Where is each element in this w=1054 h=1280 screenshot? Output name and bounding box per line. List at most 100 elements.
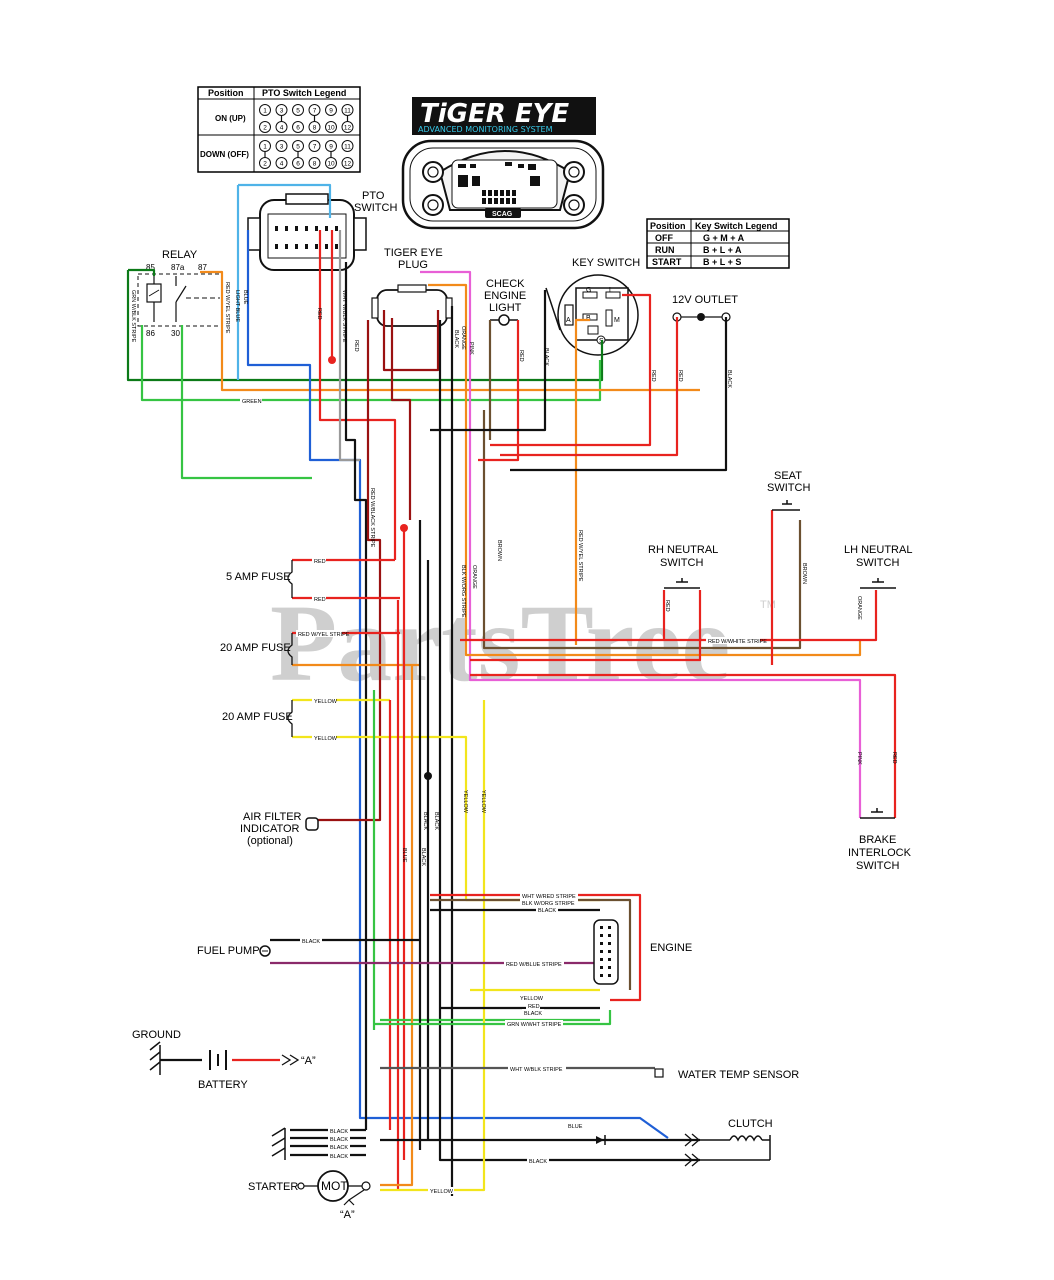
svg-text:RUN: RUN [655, 245, 675, 255]
pto-terminal-number: 1 [263, 108, 267, 115]
svg-text:RED: RED [518, 350, 524, 362]
svg-text:FUEL PUMP: FUEL PUMP [197, 945, 260, 957]
svg-text:RED W/YEL STRIPE: RED W/YEL STRIPE [577, 530, 583, 582]
svg-text:PINK: PINK [468, 342, 474, 355]
svg-text:WHT W/BLK STRIPE: WHT W/BLK STRIPE [341, 290, 347, 343]
pto-terminal-number: 2 [263, 125, 267, 132]
svg-text:SCAG: SCAG [492, 211, 513, 218]
fuel-pump: FUEL PUMP [197, 945, 271, 957]
svg-text:85: 85 [146, 263, 155, 272]
svg-text:YELLOW: YELLOW [480, 790, 486, 814]
svg-text:A: A [566, 317, 571, 324]
svg-text:BLUE: BLUE [242, 290, 248, 305]
svg-text:ORANGE: ORANGE [856, 596, 862, 620]
svg-text:ENGINE: ENGINE [650, 942, 692, 954]
svg-text:SWITCH: SWITCH [354, 202, 397, 214]
svg-text:PTO: PTO [362, 190, 385, 202]
lh-neutral-switch: LH NEUTRAL SWITCH [844, 544, 912, 589]
pto-terminal-number: 8 [313, 125, 317, 132]
watermark: PartsTree [270, 582, 730, 704]
fuses: 5 AMP FUSE 20 AMP FUSE 20 AMP FUSE [220, 560, 293, 737]
svg-text:LIGHT BLUE: LIGHT BLUE [234, 290, 240, 322]
svg-text:ENGINE: ENGINE [484, 290, 526, 302]
svg-text:BLACK: BLACK [538, 908, 556, 914]
tiger-eye-logo: TiGER EYE ADVANCED MONITORING SYSTEM [412, 97, 596, 135]
svg-text:Position: Position [650, 221, 686, 231]
pto-switch-legend: Position PTO Switch Legend ON (UP) DOWN … [197, 86, 361, 173]
pto-terminal [292, 121, 304, 133]
svg-text:BLUE: BLUE [568, 1124, 583, 1130]
svg-text:BLACK: BLACK [330, 1137, 348, 1143]
svg-text:LH NEUTRAL: LH NEUTRAL [844, 544, 912, 556]
key-switch: KEY SWITCH G L A B M S [545, 257, 640, 356]
svg-text:RED W/WHITE STRIPE: RED W/WHITE STRIPE [708, 639, 767, 645]
pto-terminal [308, 140, 321, 152]
pto-terminal [259, 121, 271, 133]
svg-text:GROUND: GROUND [132, 1029, 181, 1041]
svg-text:RED: RED [314, 597, 326, 603]
svg-text:INDICATOR: INDICATOR [240, 823, 300, 835]
svg-text:YELLOW: YELLOW [462, 790, 468, 814]
svg-text:RELAY: RELAY [162, 249, 198, 261]
pto-terminal [341, 140, 354, 152]
svg-text:5 AMP FUSE: 5 AMP FUSE [226, 571, 291, 583]
pto-terminal-number: 3 [280, 108, 284, 115]
svg-text:BLACK: BLACK [330, 1145, 348, 1151]
pto-terminal-number: 12 [344, 161, 352, 168]
svg-text:CHECK: CHECK [486, 278, 525, 290]
svg-text:B: B [586, 315, 591, 322]
wire-harness [126, 183, 897, 1196]
12v-outlet: 12V OUTLET [672, 294, 738, 322]
svg-text:SWITCH: SWITCH [660, 557, 703, 569]
pto-terminal-number: 9 [329, 144, 333, 151]
svg-text:AIR FILTER: AIR FILTER [243, 811, 302, 823]
svg-text:RED W/YEL STRIPE: RED W/YEL STRIPE [298, 632, 350, 638]
svg-text:87a: 87a [171, 263, 185, 272]
svg-text:WHT W/RED STRIPE: WHT W/RED STRIPE [522, 894, 576, 900]
svg-text:SWITCH: SWITCH [856, 557, 899, 569]
svg-text:“A”: “A” [340, 1209, 355, 1221]
svg-text:RED: RED [650, 370, 656, 382]
svg-text:RED: RED [891, 752, 897, 764]
svg-text:PINK: PINK [856, 752, 862, 765]
svg-text:30: 30 [171, 329, 180, 338]
svg-text:RH NEUTRAL: RH NEUTRAL [648, 544, 718, 556]
pto-terminal-number: 6 [296, 161, 300, 168]
ground-battery: GROUND “A” BATTERY [132, 1029, 316, 1091]
svg-text:87: 87 [198, 263, 207, 272]
pto-terminal-number: 8 [313, 161, 317, 168]
svg-text:YELLOW: YELLOW [430, 1189, 454, 1195]
svg-text:STARTER: STARTER [248, 1181, 298, 1193]
svg-text:M: M [614, 317, 620, 324]
svg-text:YELLOW: YELLOW [314, 736, 338, 742]
svg-text:B + L + S: B + L + S [703, 257, 741, 267]
tiger-eye-plug: TIGER EYE PLUG [371, 247, 453, 327]
svg-text:PLUG: PLUG [398, 259, 428, 271]
clutch: CLUTCH [596, 1118, 773, 1167]
svg-text:START: START [652, 257, 682, 267]
svg-text:Position: Position [208, 88, 244, 98]
tiger-eye-monitor: SCAG [401, 139, 605, 230]
seat-switch: SEAT SWITCH [767, 470, 810, 511]
svg-text:RED W/BLUE STRIPE: RED W/BLUE STRIPE [506, 962, 562, 968]
svg-text:BLACK: BLACK [726, 370, 732, 388]
svg-text:Key Switch Legend: Key Switch Legend [695, 221, 778, 231]
svg-text:BLUE: BLUE [401, 848, 407, 863]
svg-text:86: 86 [146, 329, 155, 338]
pto-terminal-number: 7 [313, 108, 317, 115]
svg-text:BLACK: BLACK [330, 1129, 348, 1135]
svg-text:ORANGE: ORANGE [460, 326, 466, 350]
pto-terminal [275, 140, 288, 152]
starter-motor: STARTER MOT “A” [248, 1170, 371, 1221]
svg-text:BLK W/ORG STRIPE: BLK W/ORG STRIPE [522, 901, 575, 907]
pto-terminal [259, 104, 271, 116]
svg-text:INTERLOCK: INTERLOCK [848, 847, 912, 859]
water-temp-sensor: WATER TEMP SENSOR [654, 1068, 799, 1081]
svg-text:BATTERY: BATTERY [198, 1079, 248, 1091]
pto-terminal-number: 10 [327, 161, 335, 168]
svg-text:RED: RED [353, 340, 359, 352]
svg-text:“A”: “A” [301, 1055, 316, 1067]
watermark-tm: TM [760, 599, 776, 611]
pto-terminal [308, 157, 321, 169]
pto-terminal [325, 121, 337, 133]
